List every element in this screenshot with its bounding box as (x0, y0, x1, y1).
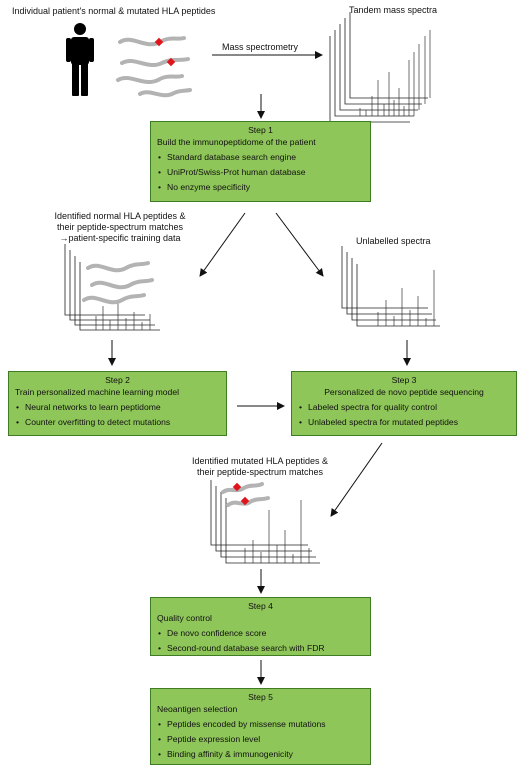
step2-heading: Train personalized machine learning mode… (15, 387, 180, 397)
mutated-label-line1: Identified mutated HLA peptides & (191, 456, 329, 466)
step5-item: Peptide expression level (158, 734, 370, 745)
step3-item: Unlabeled spectra for mutated peptides (299, 417, 516, 428)
step5-item: Binding affinity & immunogenicity (158, 749, 370, 760)
step1-item: UniProt/Swiss-Prot human database (158, 167, 370, 178)
step4-box: Step 4 Quality control De novo confidenc… (150, 597, 371, 656)
step1-heading: Build the immunopeptidome of the patient (157, 137, 316, 147)
identified-mutated-label: Identified mutated HLA peptides & their … (175, 456, 345, 478)
peptides-icon (116, 36, 192, 98)
identified-label-line1: Identified normal HLA peptides & (54, 211, 186, 221)
step4-list: De novo confidence score Second-round da… (151, 628, 370, 654)
step4-title: Step 4 (248, 601, 273, 611)
identified-peptides-icon (82, 261, 154, 305)
mass-spectrometry-label: Mass spectrometry (222, 42, 299, 52)
mutated-marker-icon (232, 482, 250, 506)
arrow-step3-to-mutated (330, 442, 383, 517)
tandem-spectra-label: Tandem mass spectra (349, 5, 438, 15)
arrow-step1-to-unlabelled (275, 212, 324, 277)
step1-title: Step 1 (248, 125, 273, 135)
step5-title: Step 5 (248, 692, 273, 702)
identified-spectra-peaks (95, 300, 151, 330)
step2-title: Step 2 (105, 375, 130, 385)
step1-box: Step 1 Build the immunopeptidome of the … (150, 121, 371, 202)
mutated-spectra-stack (210, 480, 320, 564)
step3-box: Step 3 Personalized de novo peptide sequ… (291, 371, 517, 436)
step4-item: De novo confidence score (158, 628, 370, 639)
unlabelled-spectra-label: Unlabelled spectra (356, 236, 431, 246)
step3-title: Step 3 (391, 375, 417, 385)
step5-heading: Neoantigen selection (157, 704, 238, 714)
unlabelled-spectra-peaks (377, 270, 435, 326)
step1-list: Standard database search engine UniProt/… (151, 152, 370, 193)
step3-item: Labeled spectra for quality control (299, 402, 516, 413)
step2-item: Neural networks to learn peptidome (16, 402, 226, 413)
step1-item: No enzyme specificity (158, 182, 370, 193)
unlabelled-spectra-stack (341, 246, 440, 327)
step4-item: Second-round database search with FDR (158, 643, 370, 654)
tandem-spectra-peaks (359, 30, 431, 116)
identified-spectra-stack (64, 244, 160, 331)
identified-label-line2: their peptide-spectrum matches (56, 222, 184, 232)
step5-box: Step 5 Neoantigen selection Peptides enc… (150, 688, 371, 765)
identified-label-line3: →patient-specific training data (59, 233, 181, 243)
step2-item: Counter overfitting to detect mutations (16, 417, 226, 428)
tandem-spectra-stack (329, 12, 428, 123)
patient-peptides-label: Individual patient's normal & mutated HL… (12, 6, 216, 16)
step3-list: Labeled spectra for quality control Unla… (292, 402, 516, 428)
step4-heading: Quality control (157, 613, 212, 623)
step2-list: Neural networks to learn peptidome Count… (9, 402, 226, 428)
mutation-marker-icon (154, 37, 176, 67)
mutated-label-line2: their peptide-spectrum matches (196, 467, 324, 477)
mutated-spectra-peaks (244, 500, 310, 563)
arrow-step1-to-identified (199, 212, 246, 277)
step5-list: Peptides encoded by missense mutations P… (151, 719, 370, 760)
step5-item: Peptides encoded by missense mutations (158, 719, 370, 730)
step2-box: Step 2 Train personalized machine learni… (8, 371, 227, 436)
step1-item: Standard database search engine (158, 152, 370, 163)
patient-figure-icon (66, 23, 94, 96)
mutated-peptides-icon (221, 482, 270, 507)
step3-heading: Personalized de novo peptide sequencing (324, 387, 484, 397)
identified-normal-label: Identified normal HLA peptides & their p… (40, 211, 200, 244)
